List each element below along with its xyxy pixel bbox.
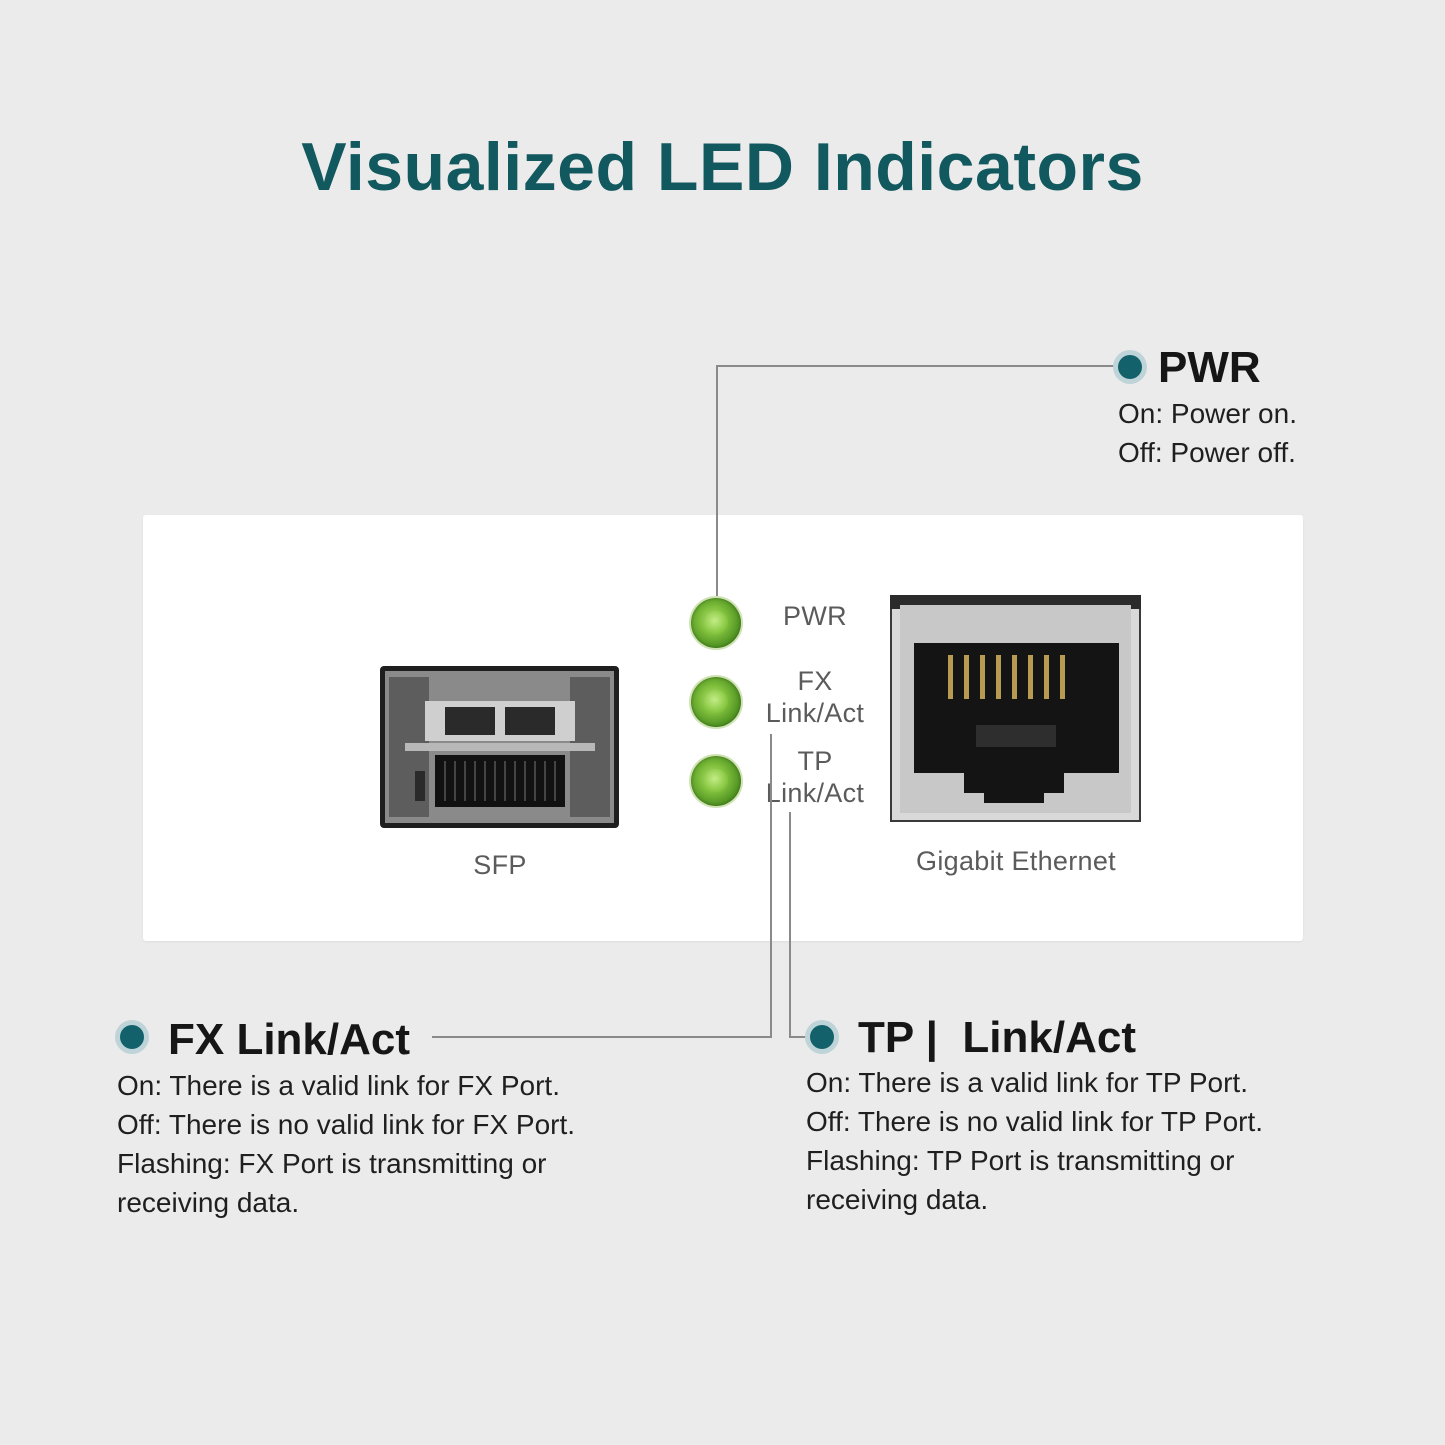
tp-callout-line: Flashing: TP Port is transmitting or (806, 1145, 1235, 1176)
fx-led-label-line1: FX (797, 666, 833, 696)
tp-callout-line: receiving data. (806, 1184, 989, 1215)
fx-callout-description: On: There is a valid link for FX Port. O… (117, 1066, 575, 1222)
tp-callout-line: Off: There is no valid link for TP Port. (806, 1106, 1264, 1137)
sfp-port (380, 666, 619, 828)
gigabit-ethernet-label: Gigabit Ethernet (916, 846, 1116, 876)
tp-led-label-line1: TP (797, 746, 833, 776)
tp-callout-bullet (810, 1025, 834, 1049)
fx-callout-line: Off: There is no valid link for FX Port. (117, 1109, 576, 1140)
fx-callout-line: receiving data. (117, 1187, 300, 1218)
tp-callout-line: On: There is a valid link for TP Port. (806, 1067, 1248, 1098)
fx-led-label-line2: Link/Act (765, 698, 865, 728)
tp-led-label-line2: Link/Act (765, 778, 865, 808)
pwr-led (691, 598, 741, 648)
tp-callout-title: TP | Link/Act (858, 1013, 1136, 1062)
fx-callout-title: FX Link/Act (168, 1015, 411, 1064)
fx-callout-bullet (120, 1025, 144, 1049)
fx-callout-line: On: There is a valid link for FX Port. (117, 1070, 560, 1101)
fx-link-act-led (691, 677, 741, 727)
sfp-label: SFP (473, 850, 527, 880)
tp-link-act-led (691, 756, 741, 806)
fx-callout-line: Flashing: FX Port is transmitting or (117, 1148, 547, 1179)
page-title: Visualized LED Indicators (301, 129, 1144, 205)
pwr-callout-description: On: Power on. Off: Power off. (1118, 394, 1297, 472)
pwr-callout-line: Off: Power off. (1118, 437, 1296, 468)
pwr-callout-title: PWR (1158, 343, 1261, 392)
pwr-callout-bullet (1118, 355, 1142, 379)
tp-callout-description: On: There is a valid link for TP Port. O… (806, 1063, 1263, 1219)
pwr-callout-line: On: Power on. (1118, 398, 1297, 429)
pwr-led-label: PWR (783, 601, 847, 631)
